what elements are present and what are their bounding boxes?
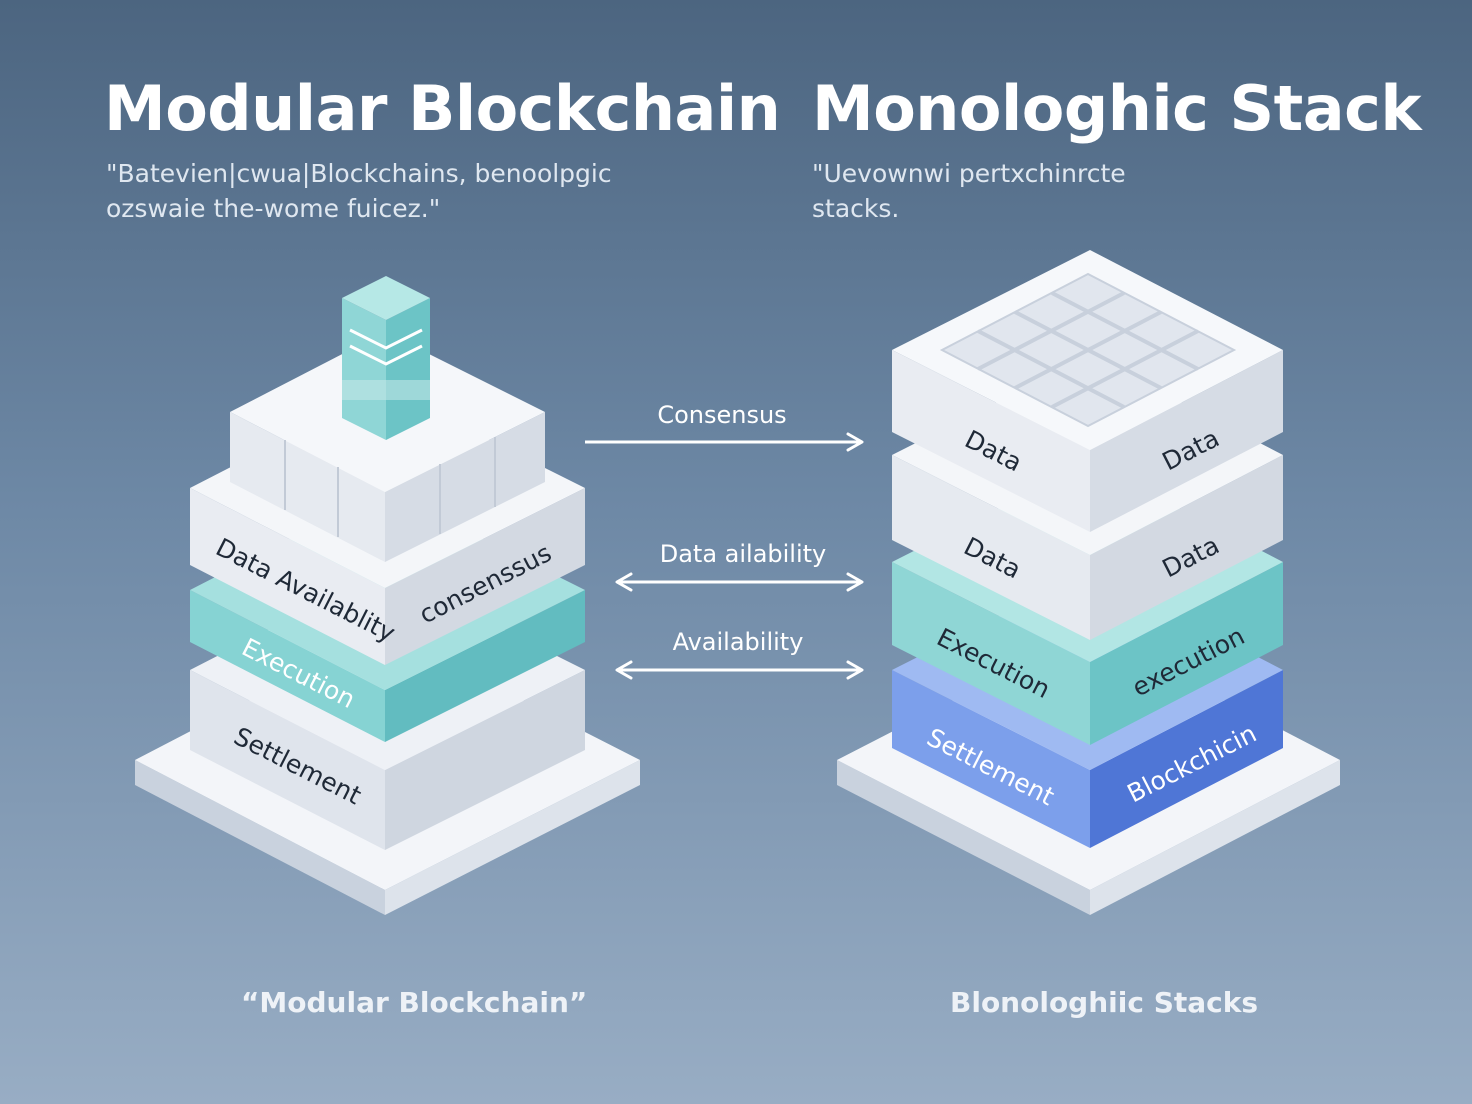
- arrow-label-availability: Availability: [673, 628, 804, 656]
- right-subtitle: "Uevownwi pertxchinrcte stacks.: [812, 159, 1126, 223]
- left-title: Modular Blockchain: [104, 72, 781, 145]
- arrow-label-data-availability: Data ailability: [660, 540, 827, 568]
- monolithic-stack: Data Data Data Data Execution execution …: [837, 250, 1340, 915]
- arrow-label-consensus: Consensus: [657, 401, 786, 429]
- monolithic-chip-grid: [939, 272, 1237, 428]
- connector-arrows: Consensus Data ailability Availability: [585, 401, 864, 680]
- modular-module-block: [342, 276, 430, 440]
- right-title: Monologhic Stack: [812, 72, 1422, 145]
- right-caption: Blonologhiic Stacks: [950, 986, 1259, 1019]
- left-caption: “Modular Blockchain”: [241, 986, 588, 1019]
- modular-stack: Data Availablity consenssus Execution Se…: [135, 276, 640, 915]
- left-subtitle: "Batevien|cwua|Blockchains, benoolpgic o…: [106, 159, 612, 223]
